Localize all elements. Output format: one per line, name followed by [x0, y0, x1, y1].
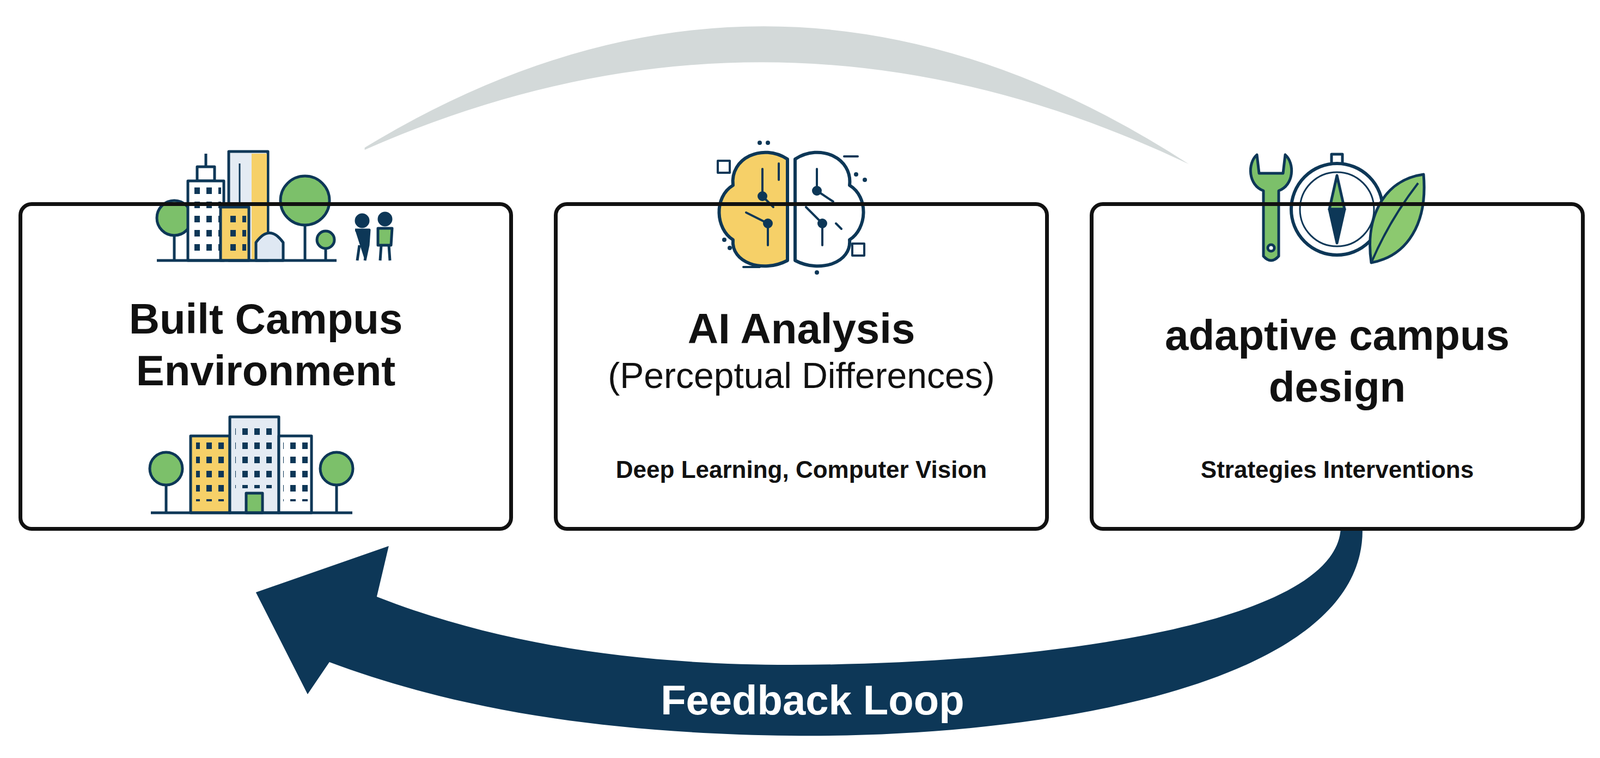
edge-label: Feedback Loop — [655, 676, 970, 723]
box-subtext: Deep Learning, Computer Vision — [567, 455, 1036, 485]
feedback-arrow — [255, 528, 1363, 736]
box-subtext: Strategies Interventions — [1103, 455, 1572, 485]
arc-connector — [364, 26, 1189, 164]
campus-top-icon — [156, 151, 393, 261]
process-box: AI Analysis(Perceptual Differences) Deep … — [553, 202, 1049, 531]
box-heading: AI Analysis — [578, 302, 1025, 355]
tools-icon — [1250, 154, 1425, 263]
brain-icon — [717, 140, 867, 275]
box-subtext: (Perceptual Differences) — [567, 353, 1036, 398]
process-box: Built Campus Environment — [18, 202, 514, 531]
box-heading: adaptive campus design — [1130, 309, 1545, 413]
box-heading: Built Campus Environment — [91, 292, 441, 397]
campus-bottom-icon — [149, 416, 353, 513]
process-box: adaptive campus designStrategies Interve… — [1089, 202, 1585, 531]
